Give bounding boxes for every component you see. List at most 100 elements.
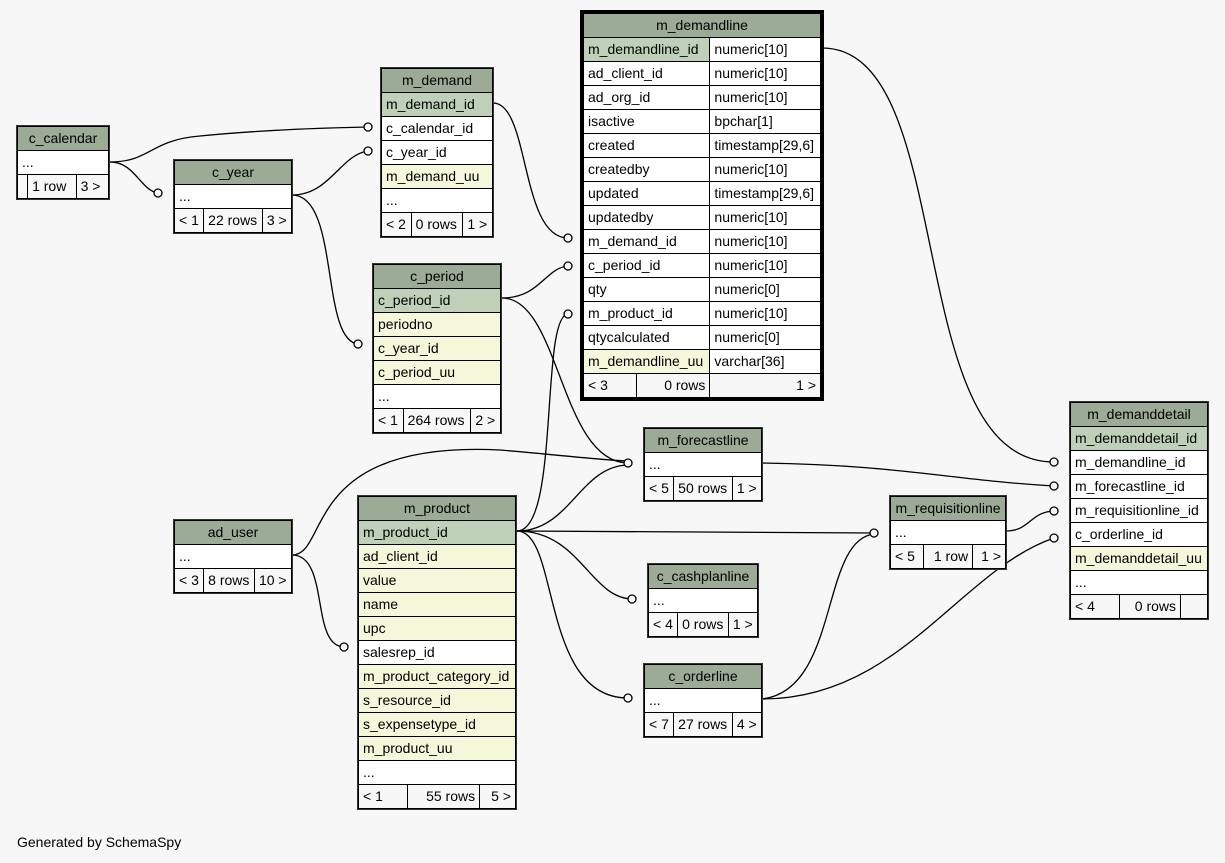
generated-by-footer: Generated by SchemaSpy [17, 834, 182, 850]
column-row: c_orderline_id [1070, 522, 1208, 547]
table-title[interactable]: m_forecastline [644, 428, 762, 453]
parent-count: < 3 [584, 374, 637, 397]
column-name: m_product_id [582, 301, 711, 326]
column-type: numeric[10] [709, 157, 821, 182]
child-count: 1 > [709, 373, 821, 398]
column-type: varchar[36] [709, 349, 821, 374]
row-count: 27 rows [673, 712, 733, 737]
parent-count: < 2 [381, 212, 412, 237]
child-count: 3 > [261, 208, 293, 233]
child-count: 1 > [972, 544, 1006, 569]
column-row: m_demand_id [381, 92, 493, 117]
column-row: m_demand_uu [381, 164, 493, 189]
table-title[interactable]: m_demanddetail [1070, 402, 1208, 427]
column-row: c_year_id [381, 140, 493, 165]
column-row: m_demanddetail_uu [1070, 546, 1208, 571]
edge-demand-demandline [492, 102, 569, 239]
parent-count: < 4 [1070, 594, 1120, 619]
column-row: ad_client_id [358, 544, 516, 569]
column-type: numeric[10] [709, 205, 821, 230]
column-name: qtycalculated [582, 325, 711, 350]
column-row: m_forecastline_id [1070, 474, 1208, 499]
edge-calendar-demand [109, 126, 369, 163]
column-row: ... [174, 544, 292, 569]
column-row: ... [381, 188, 493, 213]
child-count: 1 > [462, 212, 493, 237]
parent-count: < 1 [358, 784, 408, 809]
parent-count: < 4 [647, 612, 679, 637]
table-title[interactable]: m_demandline [583, 13, 821, 38]
column-type: numeric[10] [709, 37, 821, 62]
column-row: m_product_id [358, 520, 516, 545]
column-name: created [582, 133, 711, 158]
column-row: m_demandline_id [1070, 450, 1208, 475]
column-row: c_year_id [373, 336, 501, 361]
table-title[interactable]: c_orderline [644, 664, 762, 689]
table-title[interactable]: c_calendar [17, 126, 109, 151]
column-name: createdby [582, 157, 711, 182]
column-row: m_demanddetail_id [1070, 426, 1208, 451]
column-name: qty [582, 277, 711, 302]
edge-year-period [291, 194, 359, 345]
row-count: 0 rows [1119, 594, 1181, 619]
row-count: 1 row [922, 544, 974, 569]
column-type: numeric[0] [709, 325, 821, 350]
column-row: ... [648, 588, 758, 613]
table-title[interactable]: c_year [174, 160, 292, 185]
child-count: 4 > [731, 712, 763, 737]
table-title[interactable]: m_demand [381, 68, 493, 93]
child-count: 1 > [731, 476, 763, 501]
edge-orderline-detail [761, 537, 1055, 700]
row-count: 0 rows [636, 374, 710, 397]
parent-count: < 5 [890, 544, 924, 569]
column-row: ... [174, 184, 292, 209]
table-title[interactable]: c_cashplanline [648, 564, 758, 589]
parent-count [16, 174, 29, 199]
row-count: 0 rows [677, 612, 729, 637]
child-count: 2 > [470, 408, 501, 433]
column-row: salesrep_id [358, 640, 516, 665]
column-type: numeric[10] [709, 61, 821, 86]
table-title[interactable]: m_requisitionline [890, 496, 1006, 521]
edge-product-forecastline [516, 464, 629, 532]
parent-count: < 5 [643, 476, 675, 501]
child-count: 10 > [253, 568, 293, 593]
edge-product-demandline [516, 313, 569, 532]
table-c-period[interactable]: c_period c_period_id periodno c_year_id … [372, 263, 502, 434]
column-row: m_requisitionline_id [1070, 498, 1208, 523]
row-count: 1 row [27, 174, 77, 199]
edge-forecast-detail [761, 462, 1055, 487]
table-title[interactable]: m_product [358, 496, 516, 521]
column-name: m_demand_id [582, 229, 711, 254]
column-name: ad_org_id [582, 85, 711, 110]
column-row: upc [358, 616, 516, 641]
table-m-demanddetail[interactable]: m_demanddetail m_demanddetail_id m_deman… [1069, 401, 1209, 620]
column-name: m_demandline_id [582, 37, 711, 62]
column-type: numeric[10] [709, 301, 821, 326]
table-m-product[interactable]: m_product m_product_id ad_client_id valu… [357, 495, 517, 810]
column-row: ... [358, 760, 516, 785]
column-row: c_period_id [373, 288, 501, 313]
table-title[interactable]: c_period [373, 264, 501, 289]
column-type: numeric[10] [709, 229, 821, 254]
table-m-demand[interactable]: m_demand m_demand_id c_calendar_id c_yea… [380, 67, 494, 238]
column-row: ... [644, 452, 762, 477]
column-row: ... [373, 384, 501, 409]
column-name: isactive [582, 109, 711, 134]
column-type: numeric[0] [709, 277, 821, 302]
edge-period-demandline [501, 265, 569, 299]
edge-product-cashplan [516, 530, 633, 600]
table-title[interactable]: ad_user [174, 520, 292, 545]
row-count: 8 rows [203, 568, 255, 593]
column-row: periodno [373, 312, 501, 337]
edge-period-forecastline [501, 297, 629, 464]
edge-user-forecastline [291, 448, 629, 556]
